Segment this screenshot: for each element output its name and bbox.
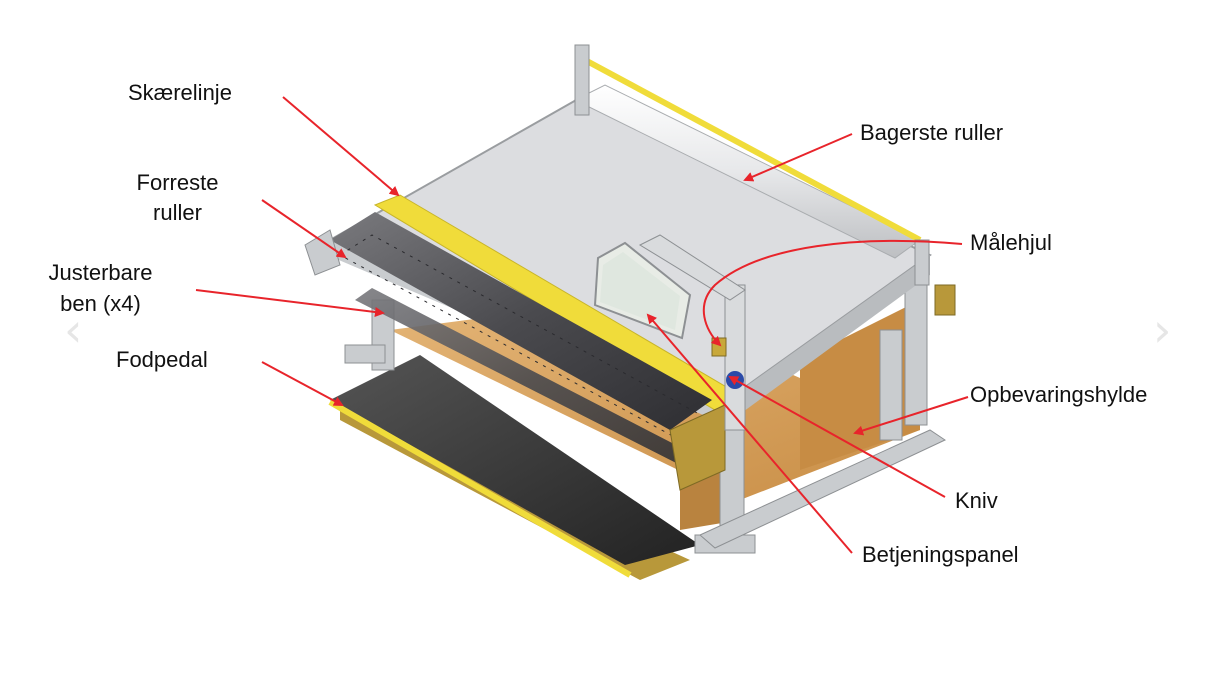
arrow-knife [728, 376, 946, 498]
callout-arrows [195, 96, 969, 554]
label-storage-shelf: Opbevaringshylde [970, 382, 1148, 407]
arrow-control-panel [646, 313, 853, 554]
side-bracket [934, 284, 956, 316]
label-front-rollers-1: Forreste [136, 170, 219, 195]
label-front-rollers-2: ruller [153, 200, 202, 225]
label-measuring-wheel: Målehjul [970, 230, 1052, 255]
label-foot-pedal: Fodpedal [116, 347, 208, 372]
arrow-front-rollers [261, 199, 347, 259]
chevron-left-icon[interactable]: ‹ [64, 303, 83, 357]
rear-roller [573, 44, 930, 286]
arrow-foot-pedal [261, 361, 344, 406]
front-rollers [304, 212, 726, 491]
arrow-legs [195, 289, 385, 317]
label-rear-rollers: Bagerste ruller [860, 120, 1004, 145]
arrow-measuring-wheel [702, 239, 963, 347]
control-panel [593, 241, 692, 340]
label-knife: Kniv [955, 488, 998, 513]
arrow-rear-rollers [743, 133, 853, 182]
label-legs-1: Justerbare [48, 260, 153, 285]
foot-pedal-plate [328, 355, 700, 580]
arrow-storage-shelf [853, 396, 969, 436]
label-cut-line: Skærelinje [128, 80, 232, 105]
adjustable-legs [344, 269, 947, 554]
label-control-panel: Betjeningspanel [862, 542, 1019, 567]
chevron-right-icon[interactable]: › [1153, 303, 1172, 357]
arrow-cut-line [282, 96, 400, 197]
label-legs-2: ben (x4) [60, 291, 141, 316]
